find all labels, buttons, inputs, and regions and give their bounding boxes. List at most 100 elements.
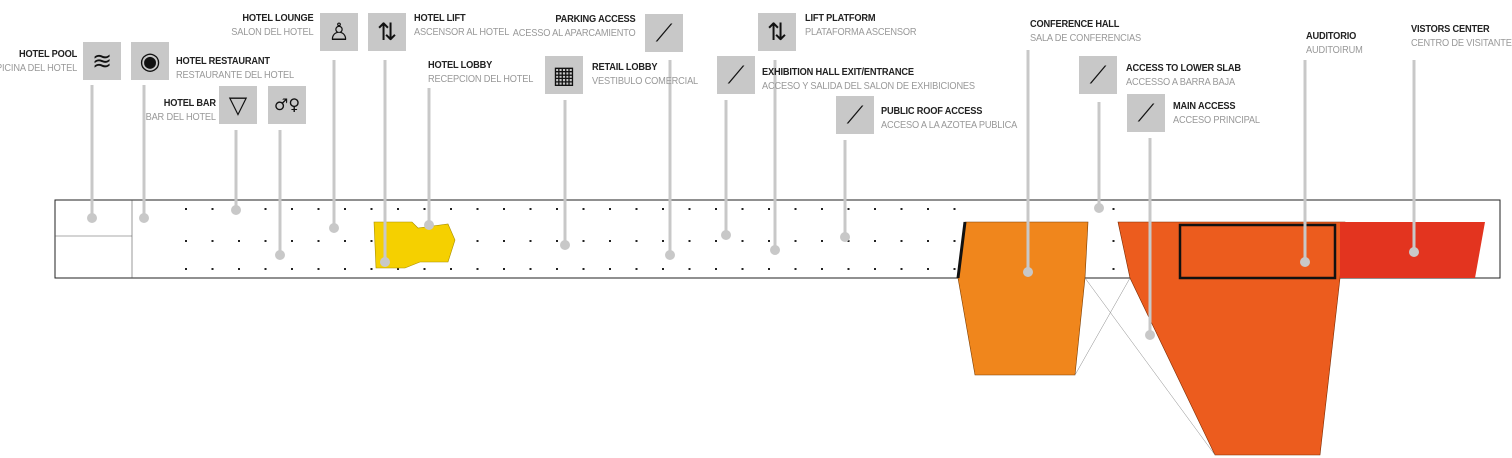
column: [874, 240, 876, 242]
leader-dot: [231, 205, 241, 215]
column: [582, 240, 585, 242]
label-title: MAIN ACCESS: [1173, 100, 1236, 112]
column: [741, 268, 744, 270]
column: [529, 268, 532, 270]
column: [450, 268, 452, 270]
label-parking-access: PARKING ACCESS ACESSO AL APARCAMIENTO: [496, 12, 636, 40]
cocktail-icon: ▽: [219, 86, 257, 124]
leader-lines: [87, 50, 1419, 340]
column: [476, 208, 479, 210]
leader-dot: [329, 223, 339, 233]
column: [238, 268, 240, 270]
column: [503, 240, 505, 242]
column: [1112, 240, 1115, 242]
label-title: VISTORS CENTER: [1411, 23, 1490, 35]
column: [211, 240, 214, 242]
column: [847, 268, 850, 270]
column: [397, 208, 399, 210]
column: [874, 268, 876, 270]
leader-dot: [1023, 267, 1033, 277]
column: [953, 268, 956, 270]
leader-dot: [721, 230, 731, 240]
leader-dot: [380, 257, 390, 267]
label-title: HOTEL LIFT: [414, 12, 466, 24]
column: [450, 208, 452, 210]
column: [264, 240, 267, 242]
column: [635, 240, 638, 242]
label-subtitle: PICINA DEL HOTEL: [0, 62, 77, 74]
column: [503, 208, 505, 210]
column: [317, 240, 320, 242]
leader-dot: [139, 213, 149, 223]
column: [688, 208, 691, 210]
column: [794, 240, 797, 242]
column: [635, 268, 638, 270]
label-subtitle: BAR DEL HOTEL: [145, 111, 216, 123]
auditorium-stage: [1178, 223, 1337, 280]
label-subtitle: ACCESO PRINCIPAL: [1173, 114, 1260, 126]
seated-person-icon: ♙: [320, 13, 358, 51]
label-subtitle: ACCESO Y SALIDA DEL SALON DE EXHIBICIONE…: [762, 80, 975, 92]
leader-dot: [87, 213, 97, 223]
conference-wall: [956, 221, 967, 279]
column: [291, 268, 293, 270]
column: [185, 240, 187, 242]
column: [768, 208, 770, 210]
label-title: HOTEL LOBBY: [428, 59, 493, 71]
projection-line: [1074, 277, 1131, 376]
label-title: PARKING ACCESS: [555, 13, 636, 25]
column: [847, 240, 850, 242]
column: [715, 268, 717, 270]
column: [741, 240, 744, 242]
column: [476, 240, 479, 242]
column: [185, 268, 187, 270]
column: [821, 240, 823, 242]
column: [344, 240, 346, 242]
column: [476, 268, 479, 270]
leader-dot: [560, 240, 570, 250]
leader-dot: [840, 232, 850, 242]
column: [794, 208, 797, 210]
column: [609, 268, 611, 270]
label-subtitle: SALON DEL HOTEL: [230, 26, 313, 38]
label-title: LIFT PLATFORM: [805, 12, 876, 24]
column: [291, 240, 293, 242]
plate-cutlery-icon: ◉: [131, 42, 169, 80]
label-title: AUDITORIO: [1306, 30, 1357, 42]
column: [556, 208, 558, 210]
column: [582, 268, 585, 270]
column: [185, 208, 187, 210]
leader-dot: [770, 245, 780, 255]
column: [927, 208, 929, 210]
label-subtitle: ACCESSO A BARRA BAJA: [1126, 76, 1235, 88]
column: [423, 268, 426, 270]
column: [900, 268, 903, 270]
column: [529, 240, 532, 242]
column: [768, 240, 770, 242]
column: [1112, 208, 1115, 210]
column: [370, 268, 373, 270]
leader-dot: [1300, 257, 1310, 267]
column: [688, 268, 691, 270]
label-main-access: MAIN ACCESS ACCESO PRINCIPAL: [1173, 99, 1272, 127]
column: [927, 268, 929, 270]
column: [397, 268, 399, 270]
column: [238, 240, 240, 242]
column: [556, 268, 558, 270]
column: [264, 268, 267, 270]
leader-dot: [1094, 203, 1104, 213]
column: [609, 208, 611, 210]
label-title: EXHIBITION HALL EXIT/ENTRANCE: [762, 66, 914, 78]
gift-icon: ▦: [545, 56, 583, 94]
column: [953, 240, 956, 242]
label-subtitle: ACESSO AL APARCAMIENTO: [513, 27, 636, 39]
column: [556, 240, 558, 242]
